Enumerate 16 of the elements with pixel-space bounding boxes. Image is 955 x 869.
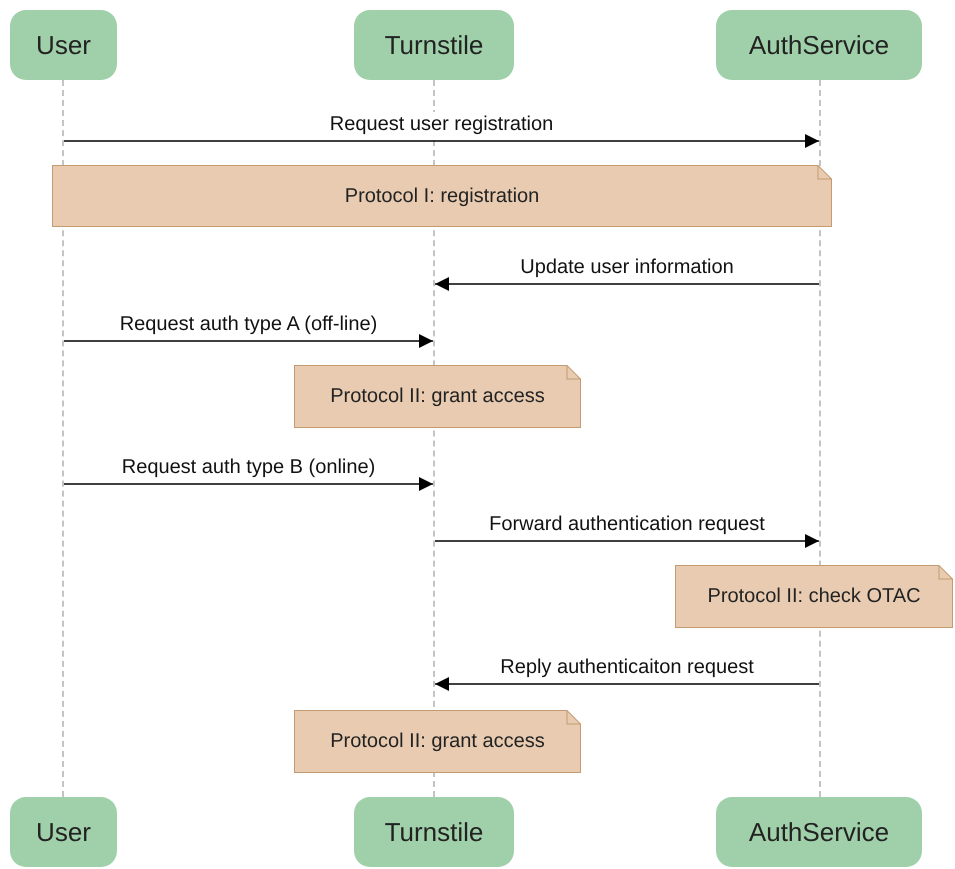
note: Protocol II: check OTAC (675, 565, 953, 628)
participant-box: AuthService (716, 10, 922, 80)
message-arrow (64, 134, 819, 148)
note: Protocol I: registration (52, 165, 832, 227)
message-arrow (435, 277, 819, 291)
participant-box: User (10, 10, 117, 80)
participant-box: User (10, 797, 117, 867)
message-arrow (435, 677, 819, 691)
message-arrow (435, 534, 819, 548)
message-arrow (64, 334, 433, 348)
participant-box: Turnstile (354, 797, 514, 867)
message-arrow (64, 477, 433, 491)
note: Protocol II: grant access (294, 365, 581, 428)
participant-box: AuthService (716, 797, 922, 867)
note: Protocol II: grant access (294, 710, 581, 773)
participant-box: Turnstile (354, 10, 514, 80)
